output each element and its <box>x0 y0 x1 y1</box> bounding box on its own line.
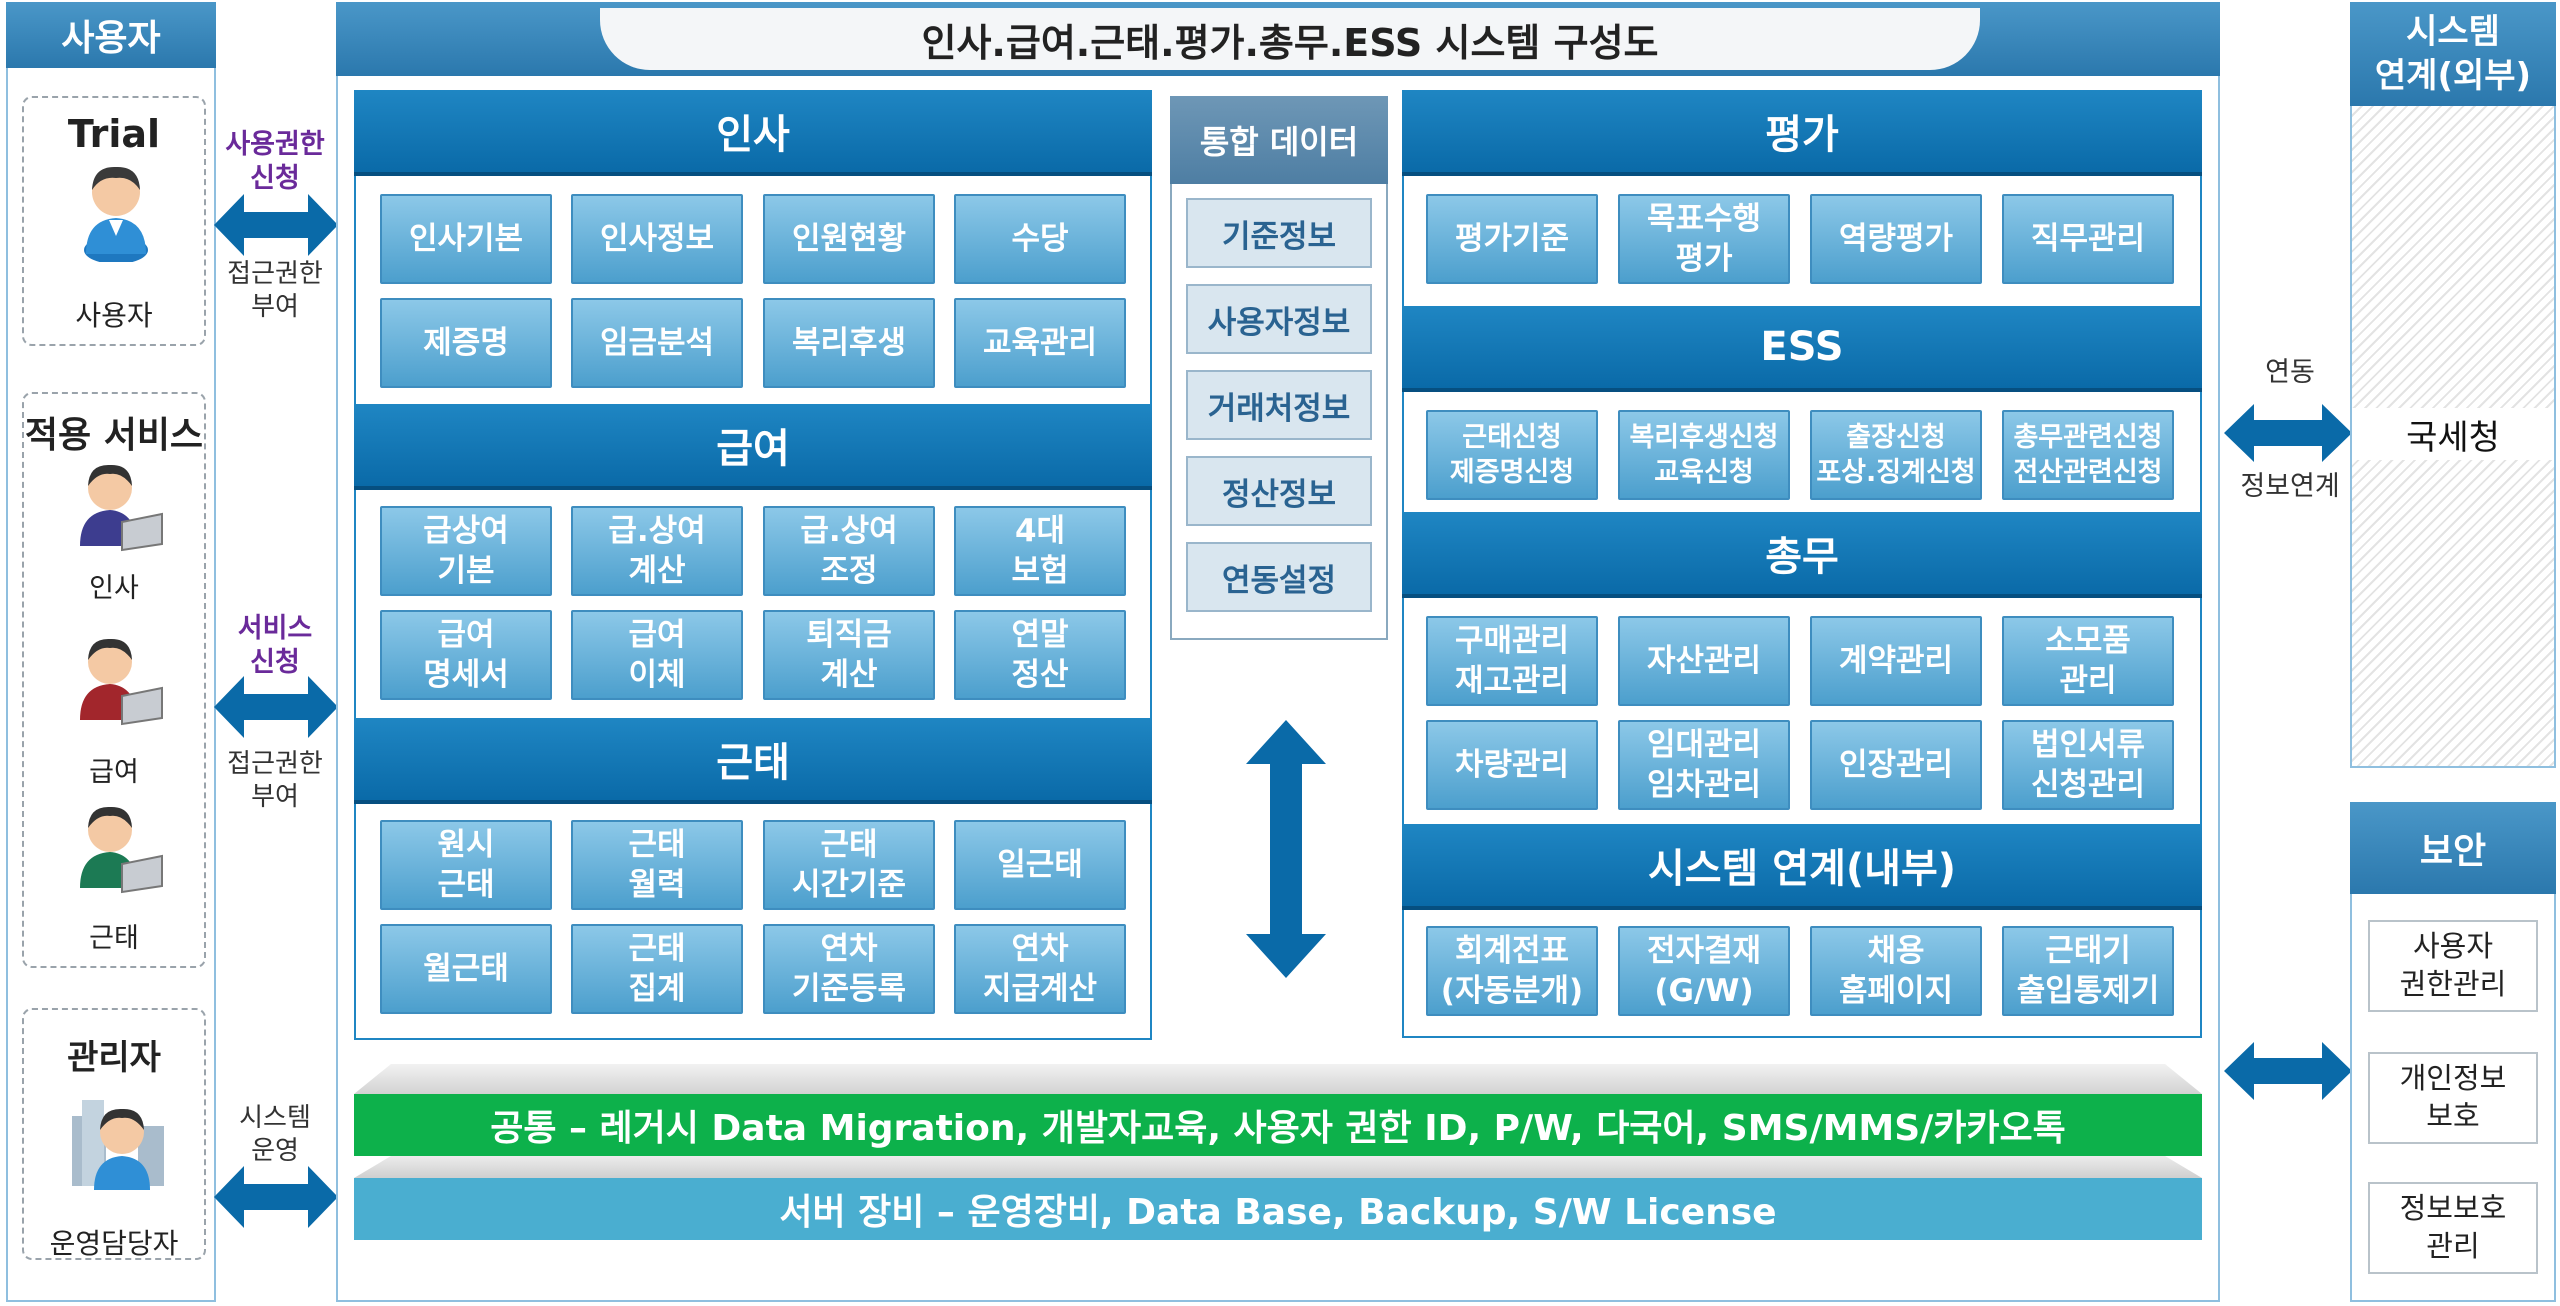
link1-top-label: 사용권한 신청 <box>225 129 325 194</box>
security-header: 보안 <box>2350 802 2556 894</box>
external-panel <box>2350 2 2556 768</box>
section-insa-header: 인사 <box>354 90 1152 176</box>
attend-item[interactable]: 근태 시간기준 <box>763 820 935 910</box>
admin-box: 관리자 운영담당자 <box>22 1008 206 1260</box>
attend-item[interactable]: 월근태 <box>380 924 552 1014</box>
attend-user-icon <box>80 806 163 894</box>
ess-item[interactable]: 복리후생신청 교육신청 <box>1618 410 1790 500</box>
general-item[interactable]: 자산관리 <box>1618 616 1790 706</box>
server-bar: 서버 장비 – 운영장비, Data Base, Backup, S/W Lic… <box>354 1178 2202 1240</box>
common-bar: 공통 – 레거시 Data Migration, 개발자교육, 사용자 권한 I… <box>354 1094 2202 1156</box>
pay-item[interactable]: 연말 정산 <box>954 610 1126 700</box>
users-header: 사용자 <box>6 2 216 68</box>
service-label-0: 인사 <box>89 573 139 604</box>
section-general-header: 총무 <box>1402 512 2202 598</box>
general-item[interactable]: 계약관리 <box>1810 616 1982 706</box>
pay-item[interactable]: 급.상여 조정 <box>763 506 935 596</box>
trial-box: Trial 사용자 <box>22 96 206 346</box>
insa-item[interactable]: 인사정보 <box>571 194 743 284</box>
security-item[interactable]: 개인정보 보호 <box>2368 1052 2538 1144</box>
insa-item[interactable]: 교육관리 <box>954 298 1126 388</box>
internal-link-item[interactable]: 채용 홈페이지 <box>1810 926 1982 1016</box>
hr-user-icon <box>80 464 163 552</box>
general-item[interactable]: 소모품 관리 <box>2002 616 2174 706</box>
ess-item[interactable]: 근태신청 제증명신청 <box>1426 410 1598 500</box>
insa-item[interactable]: 임금분석 <box>571 298 743 388</box>
ext-link-top-label: 연동 <box>2265 357 2315 388</box>
section-ess-header: ESS <box>1402 306 2202 392</box>
insa-item[interactable]: 복리후생 <box>763 298 935 388</box>
section-internal-link-header: 시스템 연계(내부) <box>1402 824 2202 910</box>
services-title: 적용 서비스 <box>24 415 204 456</box>
security-item[interactable]: 사용자 권한관리 <box>2368 920 2538 1012</box>
admin-title: 관리자 <box>67 1038 161 1078</box>
admin-building-icon <box>72 1100 164 1190</box>
general-item[interactable]: 구매관리 재고관리 <box>1426 616 1598 706</box>
general-item[interactable]: 차량관리 <box>1426 720 1598 810</box>
general-item[interactable]: 법인서류 신청관리 <box>2002 720 2174 810</box>
insa-item[interactable]: 수당 <box>954 194 1126 284</box>
section-eval-header: 평가 <box>1402 90 2202 176</box>
eval-item[interactable]: 평가기준 <box>1426 194 1598 284</box>
integrated-item[interactable]: 연동설정 <box>1186 542 1372 612</box>
insa-item[interactable]: 인원현황 <box>763 194 935 284</box>
pay-item[interactable]: 급여 명세서 <box>380 610 552 700</box>
ess-item[interactable]: 출장신청 포상.징계신청 <box>1810 410 1982 500</box>
eval-item[interactable]: 목표수행 평가 <box>1618 194 1790 284</box>
ext-link-bottom-label: 정보연계 <box>2240 471 2340 502</box>
double-arrow-icon <box>214 194 338 256</box>
double-arrow-icon <box>2224 1042 2352 1100</box>
integrated-item[interactable]: 사용자정보 <box>1186 284 1372 354</box>
external-header: 시스템 연계(외부) <box>2350 2 2556 106</box>
internal-link-item[interactable]: 근태기 출입통제기 <box>2002 926 2174 1016</box>
server-platform-top <box>354 1156 2202 1178</box>
section-attend-header: 근태 <box>354 718 1152 804</box>
services-box: 적용 서비스 인사 급여 근태 <box>22 392 206 968</box>
pay-item[interactable]: 4대 보험 <box>954 506 1126 596</box>
trial-title: Trial <box>67 112 161 156</box>
integrated-data-header: 통합 데이터 <box>1170 96 1388 184</box>
attend-item[interactable]: 근태 집계 <box>571 924 743 1014</box>
attend-item[interactable]: 원시 근태 <box>380 820 552 910</box>
service-label-2: 근태 <box>89 923 139 954</box>
attend-item[interactable]: 근태 월력 <box>571 820 743 910</box>
attend-item[interactable]: 연차 지급계산 <box>954 924 1126 1014</box>
pay-item[interactable]: 급상여 기본 <box>380 506 552 596</box>
double-arrow-icon <box>214 1166 338 1228</box>
section-pay-header: 급여 <box>354 404 1152 490</box>
insa-item[interactable]: 제증명 <box>380 298 552 388</box>
link2-bottom-label: 접근권한 부여 <box>227 749 323 812</box>
double-arrow-icon <box>214 676 338 738</box>
admin-label: 운영담당자 <box>49 1227 179 1260</box>
user-avatar-icon <box>84 166 148 262</box>
integrated-item[interactable]: 정산정보 <box>1186 456 1372 526</box>
insa-item[interactable]: 인사기본 <box>380 194 552 284</box>
attend-item[interactable]: 일근태 <box>954 820 1126 910</box>
attend-item[interactable]: 연차 기준등록 <box>763 924 935 1014</box>
service-label-1: 급여 <box>89 757 139 788</box>
link3-top-label: 시스템 운영 <box>239 1103 311 1166</box>
internal-link-item[interactable]: 전자결재 (G/W) <box>1618 926 1790 1016</box>
ess-item[interactable]: 총무관련신청 전산관련신청 <box>2002 410 2174 500</box>
external-item-nts[interactable]: 국세청 <box>2352 408 2554 460</box>
pay-item[interactable]: 급.상여 계산 <box>571 506 743 596</box>
general-item[interactable]: 임대관리 임차관리 <box>1618 720 1790 810</box>
security-item[interactable]: 정보보호 관리 <box>2368 1182 2538 1274</box>
integrated-item[interactable]: 기준정보 <box>1186 198 1372 268</box>
link1-bottom-label: 접근권한 부여 <box>227 259 323 322</box>
general-item[interactable]: 인장관리 <box>1810 720 1982 810</box>
pay-user-icon <box>80 638 163 726</box>
eval-item[interactable]: 역량평가 <box>1810 194 1982 284</box>
internal-link-item[interactable]: 회계전표 (자동분개) <box>1426 926 1598 1016</box>
double-arrow-icon <box>2224 404 2352 462</box>
eval-item[interactable]: 직무관리 <box>2002 194 2174 284</box>
trial-label: 사용자 <box>75 299 153 332</box>
integrated-item[interactable]: 거래처정보 <box>1186 370 1372 440</box>
common-platform-top <box>354 1064 2202 1094</box>
page-title: 인사.급여.근태.평가.총무.ESS 시스템 구성도 <box>600 8 1980 70</box>
vertical-double-arrow-icon <box>1246 720 1326 978</box>
link2-top-label: 서비스 신청 <box>237 613 313 678</box>
pay-item[interactable]: 급여 이체 <box>571 610 743 700</box>
pay-item[interactable]: 퇴직금 계산 <box>763 610 935 700</box>
